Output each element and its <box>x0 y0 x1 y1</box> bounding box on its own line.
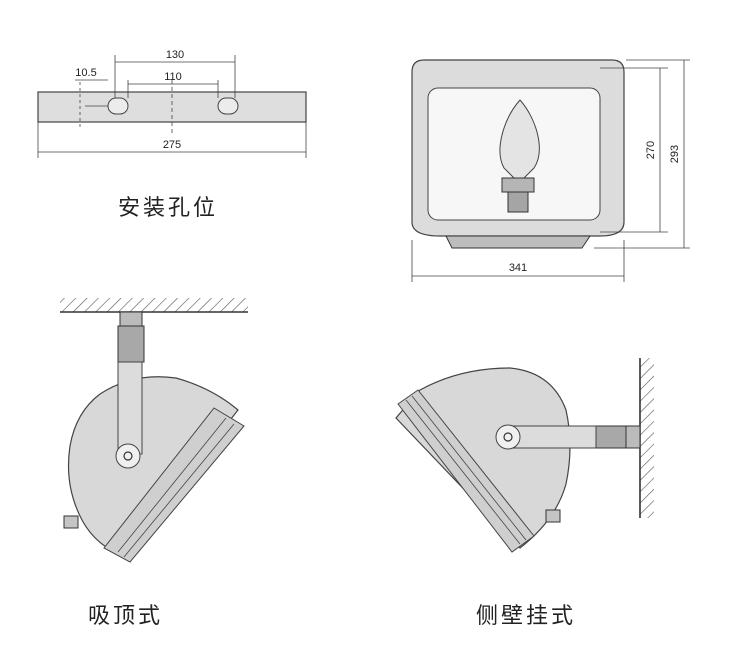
caption-ceiling-mount: 吸顶式 <box>88 604 164 629</box>
wall-pivot-bolt <box>495 424 521 450</box>
ceiling-mount-view <box>60 298 248 563</box>
dim-label-130: 130 <box>166 49 184 61</box>
mounting-slot-left <box>107 97 129 115</box>
lamp-base-lip <box>445 235 591 249</box>
wall-mount-view <box>395 358 654 553</box>
wall-side-lug <box>545 509 561 523</box>
wall-lamp-lens <box>397 389 535 553</box>
ceiling-lamp-lens <box>103 407 245 563</box>
dim-label-270: 270 <box>645 141 657 159</box>
ceiling-mount-plate <box>119 311 143 327</box>
wall-pivot-hole <box>503 432 513 442</box>
dim-label-293: 293 <box>669 145 681 163</box>
dim-label-110: 110 <box>164 71 182 83</box>
bulb-socket <box>507 191 529 213</box>
caption-mounting-holes: 安装孔位 <box>118 196 219 221</box>
ceiling-pivot-hole <box>123 451 133 461</box>
ceiling-mount-arm <box>117 361 143 455</box>
wall-mount-plate <box>625 425 641 449</box>
wall-mount-arm-end <box>595 425 627 449</box>
mounting-slot-right <box>217 97 239 115</box>
wall-hatch <box>640 358 654 518</box>
caption-wall-mount: 侧壁挂式 <box>476 604 577 629</box>
ceiling-pivot-bolt <box>115 443 141 469</box>
bulb-neck <box>501 177 535 193</box>
ceiling-side-lug <box>63 515 79 529</box>
dim-label-341: 341 <box>509 262 527 274</box>
mounting-holes-view: 130 110 10.5 275 <box>37 49 307 158</box>
dim-label-275: 275 <box>163 139 181 151</box>
dim-label-10-5: 10.5 <box>75 67 96 79</box>
ceiling-hatch <box>60 298 248 312</box>
ceiling-mount-arm-top <box>117 325 145 363</box>
front-view: 341 270 293 <box>411 59 690 282</box>
